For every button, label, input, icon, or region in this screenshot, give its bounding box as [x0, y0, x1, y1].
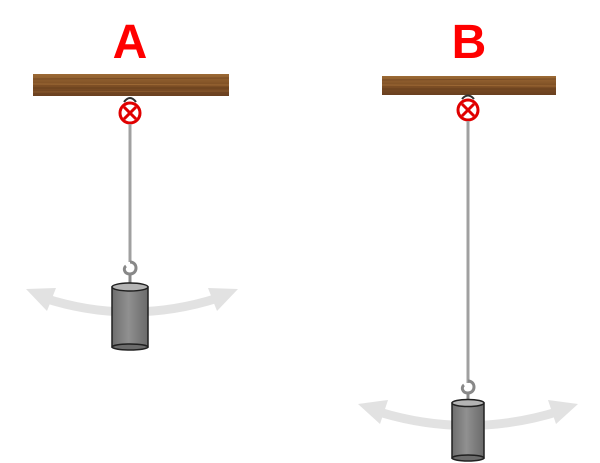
- swing-arrow-b-right-head: [548, 400, 578, 424]
- weight-b: [451, 398, 485, 462]
- hook-icon: [122, 260, 138, 284]
- swing-arrow-b-left-head: [358, 400, 388, 424]
- beam-a: [32, 74, 230, 96]
- pendulum-a-label: A: [113, 16, 148, 69]
- pivot-ring-x-icon: [456, 94, 480, 122]
- swing-arrow-a-right-head: [208, 288, 238, 311]
- swing-arrow-a-left-head: [26, 288, 56, 311]
- pendulum-b: B: [358, 16, 578, 462]
- weight-a: [111, 282, 149, 351]
- pivot-ring-x-icon: [118, 97, 142, 125]
- pendulum-a: A: [26, 16, 238, 351]
- pendulum-b-label: B: [452, 16, 487, 69]
- beam-b: [381, 76, 557, 95]
